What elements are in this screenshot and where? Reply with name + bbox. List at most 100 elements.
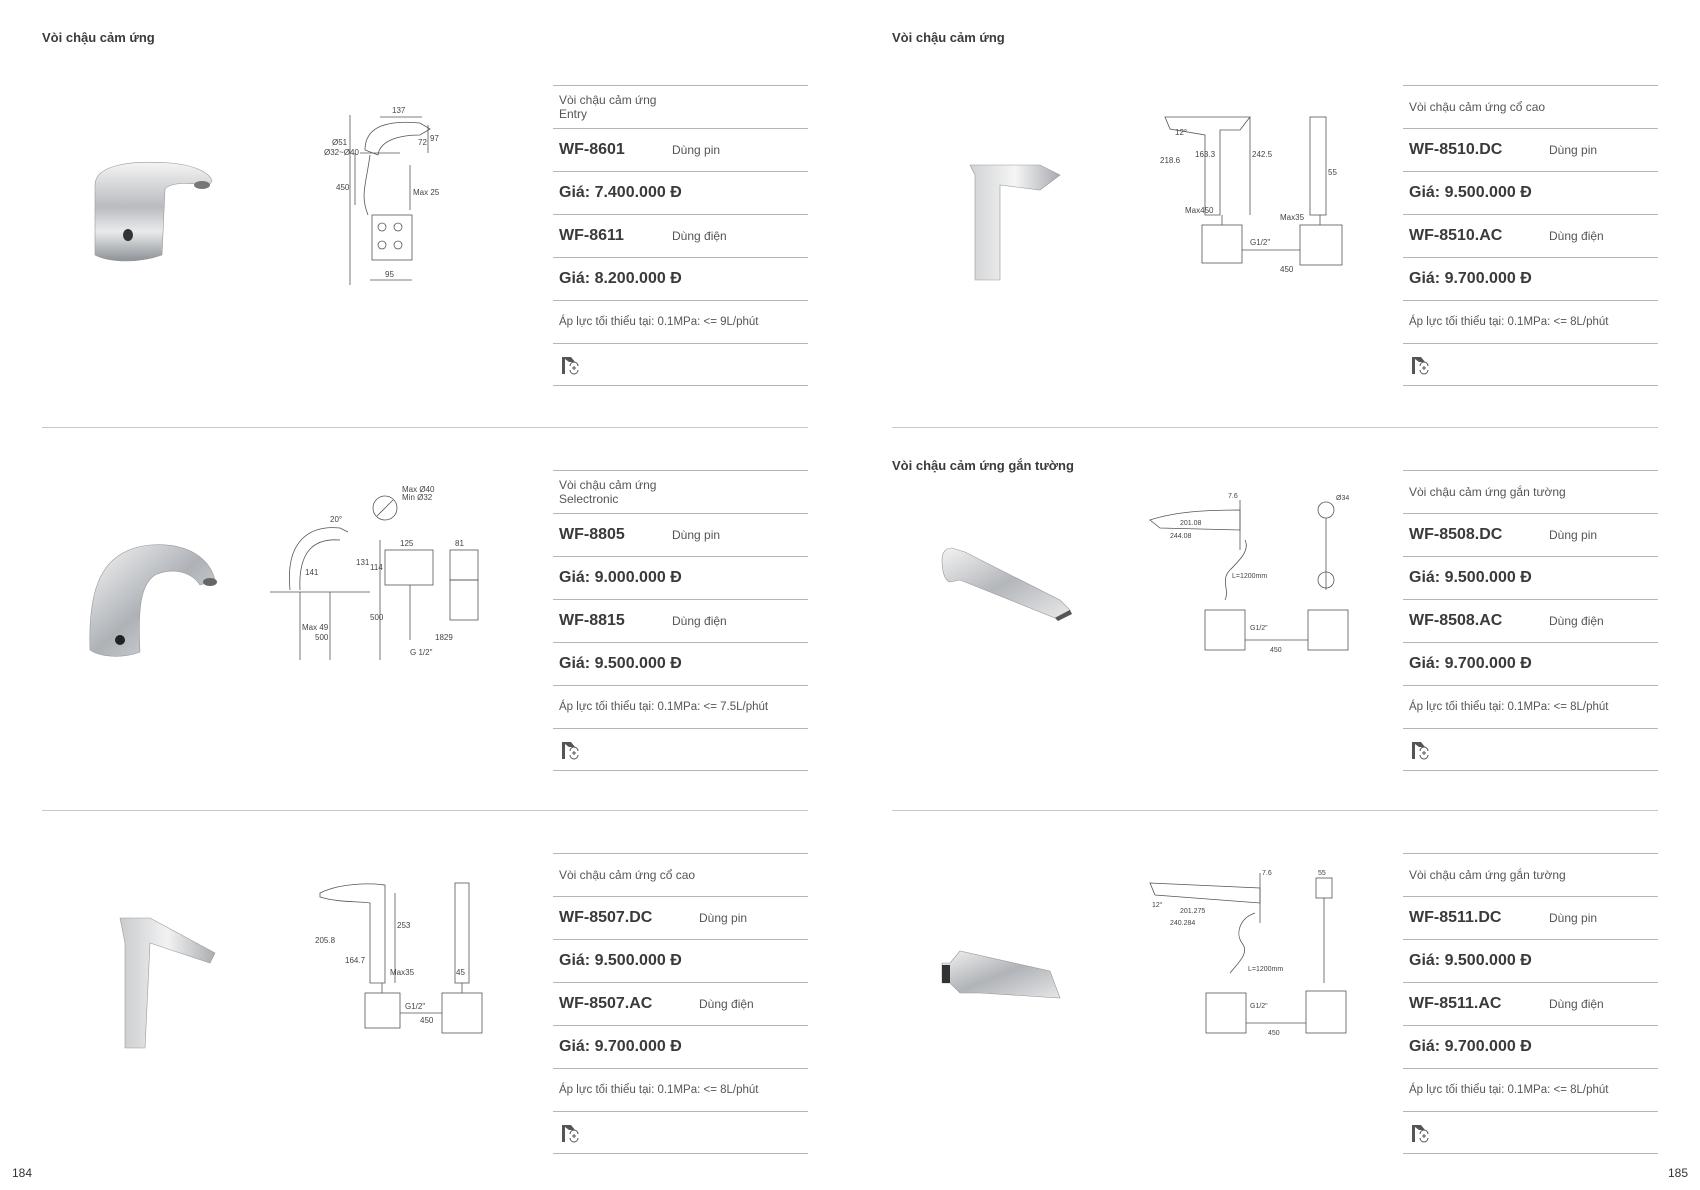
dim-label: G1/2" [405,1002,425,1011]
dim-label: Min Ø32 [402,493,433,502]
dim-label: 131 [356,558,370,567]
model-code: WF-8815 [559,612,625,629]
product-8511: 7.6 12° 201.275 240.284 55 L=1200mm G1/2… [850,853,1700,1165]
dim-label: 114 [370,563,383,572]
dim-label: 240.284 [1170,920,1195,927]
power-type: Dùng điện [672,229,727,243]
dim-label: 244.08 [1170,533,1192,540]
power-type: Dùng điện [1549,614,1604,628]
technical-drawing-8511: 7.6 12° 201.275 240.284 55 L=1200mm G1/2… [1120,863,1380,1063]
power-type: Dùng điện [1549,229,1604,243]
price: Giá: 9.700.000 Đ [1409,270,1532,287]
dim-label: G1/2" [1250,1003,1268,1010]
price: Giá: 9.700.000 Đ [1409,655,1532,672]
price: Giá: 9.500.000 Đ [1409,569,1532,586]
dim-label: 201.275 [1180,908,1205,915]
dim-label: 72 [418,138,427,147]
section-title: Vòi chậu cảm ứng [892,30,1005,45]
section-title: Vòi chậu cảm ứng gắn tường [892,458,1074,473]
product-name: Vòi chậu cảm ứng gắn tường [1409,868,1566,882]
model-code: WF-8805 [559,526,625,543]
power-type: Dùng điện [699,997,754,1011]
model-code: WF-8601 [559,141,625,158]
dim-label: Ø51 [332,138,348,147]
dim-label: Ø34 [1336,495,1349,502]
catalog-page-right: Vòi chậu cảm ứng [850,0,1700,1190]
product-name: Vòi chậu cảm ứng Selectronic [559,478,657,506]
pressure-spec: Áp lực tối thiểu tại: 0.1MPa: <= 8L/phút [1409,1084,1609,1096]
price: Giá: 9.500.000 Đ [559,952,682,969]
page-number: 185 [1667,1166,1688,1180]
dim-label: 450 [1280,265,1294,274]
dim-label: 164.7 [345,956,366,965]
sensor-faucet-icon [1412,1124,1429,1142]
dim-label: 7.6 [1262,870,1272,877]
dim-label: 125 [400,539,414,548]
model-code: WF-8511.AC [1409,995,1502,1012]
power-type: Dùng pin [1549,911,1598,925]
sensor-faucet-icon [562,741,579,759]
sensor-faucet-icon [1412,356,1429,374]
dim-label: L=1200mm [1232,573,1267,580]
power-type: Dùng pin [672,528,721,542]
technical-drawing-8510: 12° 163.3 242.5 218.6 55 Max450 Max35 G1… [1120,95,1380,295]
dim-label: 450 [1270,647,1282,654]
product-entry: 137 Ø51 Ø32~Ø40 72 97 450 Max 25 95 Vòi … [0,85,850,397]
catalog-page-left: Vòi chậu cảm ứng [0,30,850,1180]
product-name: Vòi chậu cảm ứng cổ cao [1409,100,1546,114]
dim-label: G 1/2" [410,648,433,657]
model-code: WF-8507.DC [559,909,653,926]
product-8507: 205.8 253 164.7 Max35 45 G1/2" 450 Vòi c… [0,853,850,1165]
dim-label: 55 [1328,168,1337,177]
dim-label: G1/2" [1250,625,1268,632]
faucet-photo-8511 [920,883,1090,1053]
dim-label: 450 [420,1016,434,1025]
power-type: Dùng điện [1549,997,1604,1011]
row-divider [892,427,1658,428]
dim-label: Max35 [390,968,415,977]
dim-label: 450 [1268,1030,1280,1037]
dim-label: 95 [385,270,394,279]
dim-label: 81 [455,539,464,548]
price: Giá: 9.500.000 Đ [559,655,682,672]
sensor-faucet-icon [1412,741,1429,759]
dim-label: 500 [315,633,329,642]
dim-label: 163.3 [1195,150,1216,159]
row-divider [892,810,1658,811]
dim-label: 97 [430,134,439,143]
dim-label: 218.6 [1160,156,1181,165]
dim-label: 7.6 [1228,493,1238,500]
dim-label: 55 [1318,870,1326,877]
price: Giá: 7.400.000 Đ [559,184,682,201]
dim-label: Ø32~Ø40 [324,148,359,157]
dim-label: 500 [370,613,384,622]
power-type: Dùng pin [699,911,748,925]
dim-label: Max 25 [413,188,440,197]
pressure-spec: Áp lực tối thiểu tại: 0.1MPa: <= 8L/phút [1409,701,1609,713]
spec-table: Vòi chậu cảm ứng gắn tường WF-8511.DC Dùn… [1403,853,1658,1154]
page-number: 184 [12,1166,33,1180]
price: Giá: 8.200.000 Đ [559,270,682,287]
technical-drawing-8507: 205.8 253 164.7 Max35 45 G1/2" 450 [270,863,530,1063]
faucet-photo-8507 [70,883,240,1053]
sensor-faucet-icon [562,1124,579,1142]
pressure-spec: Áp lực tối thiểu tại: 0.1MPa: <= 8L/phút [1409,316,1609,328]
pressure-spec: Áp lực tối thiểu tại: 0.1MPa: <= 8L/phút [559,1084,759,1096]
dim-label: 45 [456,968,465,977]
dim-label: 253 [397,921,411,930]
dim-label: 205.8 [315,936,336,945]
power-type: Dùng pin [1549,528,1598,542]
model-code: WF-8511.DC [1409,909,1502,926]
row-divider [42,427,808,428]
technical-drawing-8508: 7.6 201.08 244.08 L=1200mm G1/2" 450 Ø34 [1120,480,1380,680]
dim-label: 12° [1175,128,1187,137]
model-code: WF-8507.AC [559,995,653,1012]
row-divider [42,810,808,811]
power-type: Dùng pin [1549,143,1598,157]
price: Giá: 9.700.000 Đ [1409,1038,1532,1055]
power-type: Dùng điện [672,614,727,628]
dim-label: 12° [1152,901,1163,909]
